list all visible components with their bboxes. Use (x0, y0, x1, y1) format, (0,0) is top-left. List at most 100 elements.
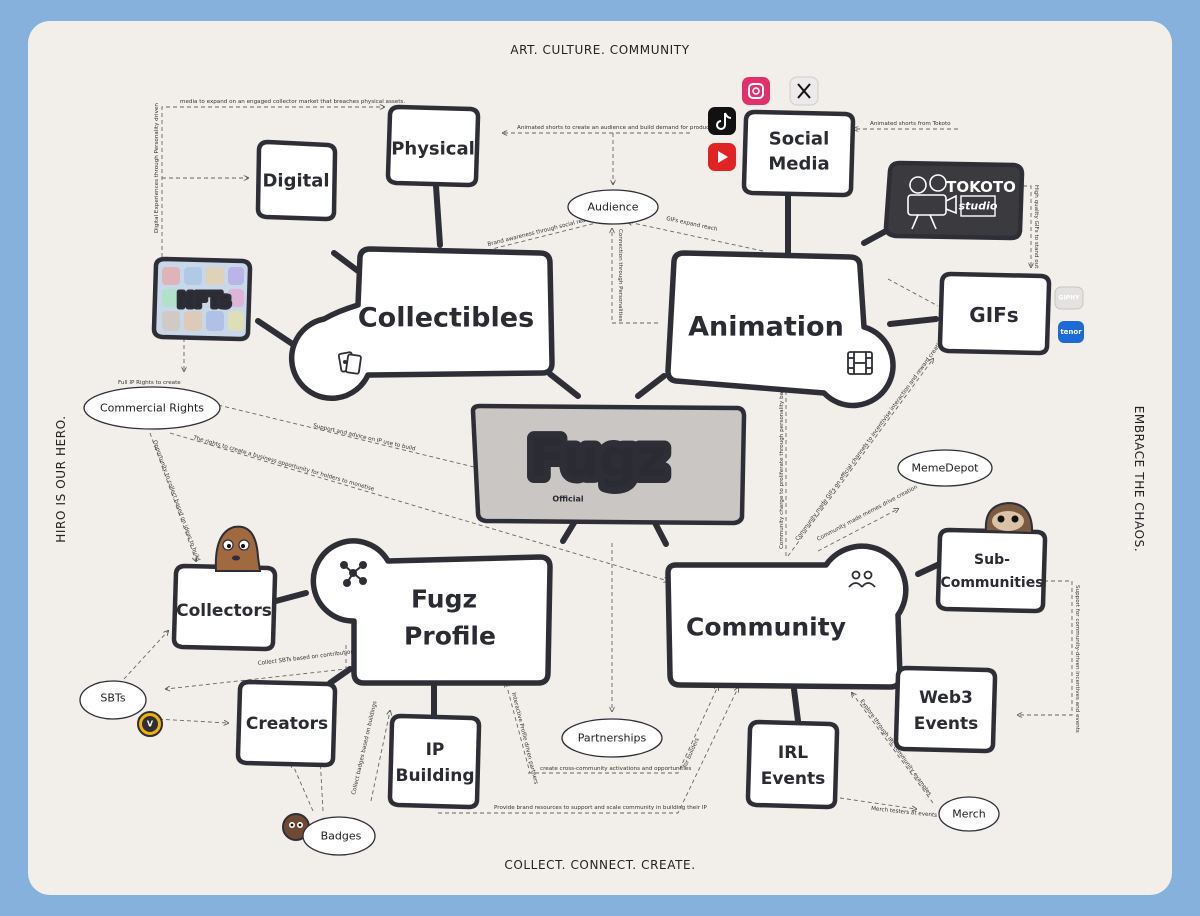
edge-label-community-charge: Community charge to proliferate through … (779, 363, 785, 549)
center-title: Fugz (529, 429, 666, 489)
oval-commercial-rights: Commercial Rights (83, 386, 221, 430)
edge-label-for-builders: for builders (682, 737, 700, 769)
node-sub-communities: Sub- Communities (935, 527, 1048, 614)
edge-label-connection-personalities: Connection through Personalities (617, 229, 623, 322)
edge-label-full-ip-rights: Full IP Rights to create (118, 380, 181, 386)
tokoto-name: TOKOTO (946, 178, 1016, 196)
network-icon (340, 561, 367, 587)
giphy-label: GIPHY (1059, 295, 1081, 302)
oval-merch-label: Merch (952, 808, 986, 821)
node-social-media-label-1: Social (769, 129, 830, 150)
node-irl-events-label-1: IRL (778, 743, 808, 763)
edge-label-animated-shorts-tokoto: Animated shorts from Tokoto (870, 121, 951, 127)
studio-frame (960, 195, 996, 217)
oval-memedepot: MemeDepot (897, 449, 993, 487)
oval-commercial-rights-label: Commercial Rights (100, 402, 204, 415)
node-gifs-label: GIFs (969, 303, 1018, 327)
oval-partnerships-label: Partnerships (578, 732, 647, 745)
node-nfts: NFTs (151, 256, 253, 342)
oval-audience: Audience (567, 189, 659, 225)
edge-label-provide-brand: Provide brand resources to support and s… (494, 805, 708, 811)
camera-icon (907, 174, 957, 230)
node-web3-events-label-2: Events (914, 714, 979, 734)
edge-label-merch-testers: Merch testers at events (871, 806, 938, 819)
hub-community-label: Community (686, 613, 846, 642)
edge-label-gifs-expand: GIFs expand reach (666, 216, 719, 233)
hub-collectibles: Collectibles (288, 246, 555, 402)
oval-partnerships: Partnerships (561, 718, 663, 758)
dashed-connectors (123, 107, 1073, 814)
node-social-media-label-2: Media (768, 154, 829, 175)
oval-sbts-label: SBTs (100, 692, 125, 705)
node-creators: Creators (235, 679, 338, 768)
instagram-icon (742, 77, 770, 105)
node-collectors-label: Collectors (176, 601, 272, 621)
edge-label-support-advice-ip: Support and advice on IP use to build (313, 423, 417, 453)
oval-badges: Badges (302, 816, 376, 856)
hub-animation-label: Animation (688, 312, 844, 343)
node-web3-events-label-1: Web3 (919, 688, 973, 708)
svg-text:V: V (147, 720, 154, 729)
hub-fugz-profile-label-1: Fugz (411, 585, 477, 614)
oval-memedepot-label: MemeDepot (911, 462, 979, 475)
oval-audience-label: Audience (587, 201, 638, 214)
oval-sbts: SBTs (79, 680, 147, 720)
hub-animation: Animation (665, 250, 896, 409)
youtube-icon (708, 143, 736, 171)
node-sub-communities-label-1: Sub- (974, 552, 1010, 568)
nft-grid-image (162, 267, 244, 331)
tagline-top: ART. CULTURE. COMMUNITY (510, 43, 689, 57)
node-ip-building-label-1: IP (426, 740, 445, 760)
node-sub-communities-label-2: Communities (940, 575, 1043, 591)
node-irl-events: IRL Events (745, 719, 840, 810)
node-nfts-label: NFTs (177, 288, 230, 312)
edge-label-digital-experiences: Digital Experiences through Personality … (154, 103, 160, 233)
node-irl-events-label-2: Events (761, 769, 826, 789)
solid-connectors (255, 183, 949, 724)
mind-map-card: ART. CULTURE. COMMUNITY COLLECT. CONNECT… (28, 21, 1172, 895)
cards-icon (337, 351, 362, 375)
hub-fugz-profile-label-2: Profile (404, 622, 496, 651)
hub-collectibles-label: Collectibles (358, 303, 534, 334)
center-node-shape (470, 403, 747, 526)
center-subtitle: Official (552, 495, 584, 504)
tiktok-icon (708, 107, 736, 135)
edge-label-rights-business: The rights to create a business opportun… (191, 435, 375, 493)
edge-label-high-quality-gifs: High quality GIFs to stand out (1033, 185, 1039, 269)
edge-label-collect-sbts: Collect SBTs based on contributions (258, 649, 358, 667)
hub-fugz-profile: Fugz Profile (310, 538, 553, 686)
edge-label-cross-community: create cross-community activations and o… (540, 766, 691, 772)
tokoto-studio: studio (959, 200, 998, 213)
tenor-icon: tenor (1058, 321, 1084, 343)
vf-badge-icon: V (137, 711, 163, 737)
node-physical: Physical (385, 104, 481, 188)
tagline-left: HIRO IS OUR HERO. (54, 415, 68, 542)
node-ip-building: IP Building (387, 713, 482, 810)
edge-label-interactive-profile: Interactive Profile driven partners (510, 692, 539, 785)
center-node: Fugz Official (470, 403, 747, 526)
node-creators-label: Creators (246, 714, 328, 734)
people-icon (848, 570, 876, 588)
giphy-icon: GIPHY (1054, 286, 1084, 310)
node-ip-building-label-2: Building (396, 766, 475, 786)
hiro-mascot-icon (214, 525, 262, 572)
tenor-label: tenor (1060, 328, 1082, 336)
oval-badges-label: Badges (321, 830, 362, 843)
edge-label-support-sub: Support for community-driven incentives … (1074, 585, 1080, 733)
edge-label-opportunity-collect: Opportunity to collect based on ideas to… (151, 440, 201, 563)
edge-label-media-expand: media to expand on an engaged collector … (180, 99, 405, 105)
node-digital-label: Digital (262, 171, 329, 192)
film-icon (847, 351, 873, 375)
node-physical-label: Physical (391, 139, 475, 160)
sloth-mascot-icon (984, 501, 1033, 535)
tagline-bottom: COLLECT. CONNECT. CREATE. (504, 858, 695, 872)
node-collectors: Collectors (171, 563, 278, 652)
node-tokoto-studio: TOKOTO studio (883, 160, 1025, 241)
node-social-media: Social Media (741, 109, 856, 198)
oval-merch: Merch (938, 796, 1000, 832)
edge-label-animated-shorts-audience: Animated shorts to create an audience an… (517, 125, 712, 131)
x-twitter-icon (789, 76, 819, 106)
node-gifs: GIFs (937, 271, 1052, 356)
mind-map-diagram: ART. CULTURE. COMMUNITY COLLECT. CONNECT… (54, 43, 1146, 872)
hub-community: Community (665, 543, 909, 690)
